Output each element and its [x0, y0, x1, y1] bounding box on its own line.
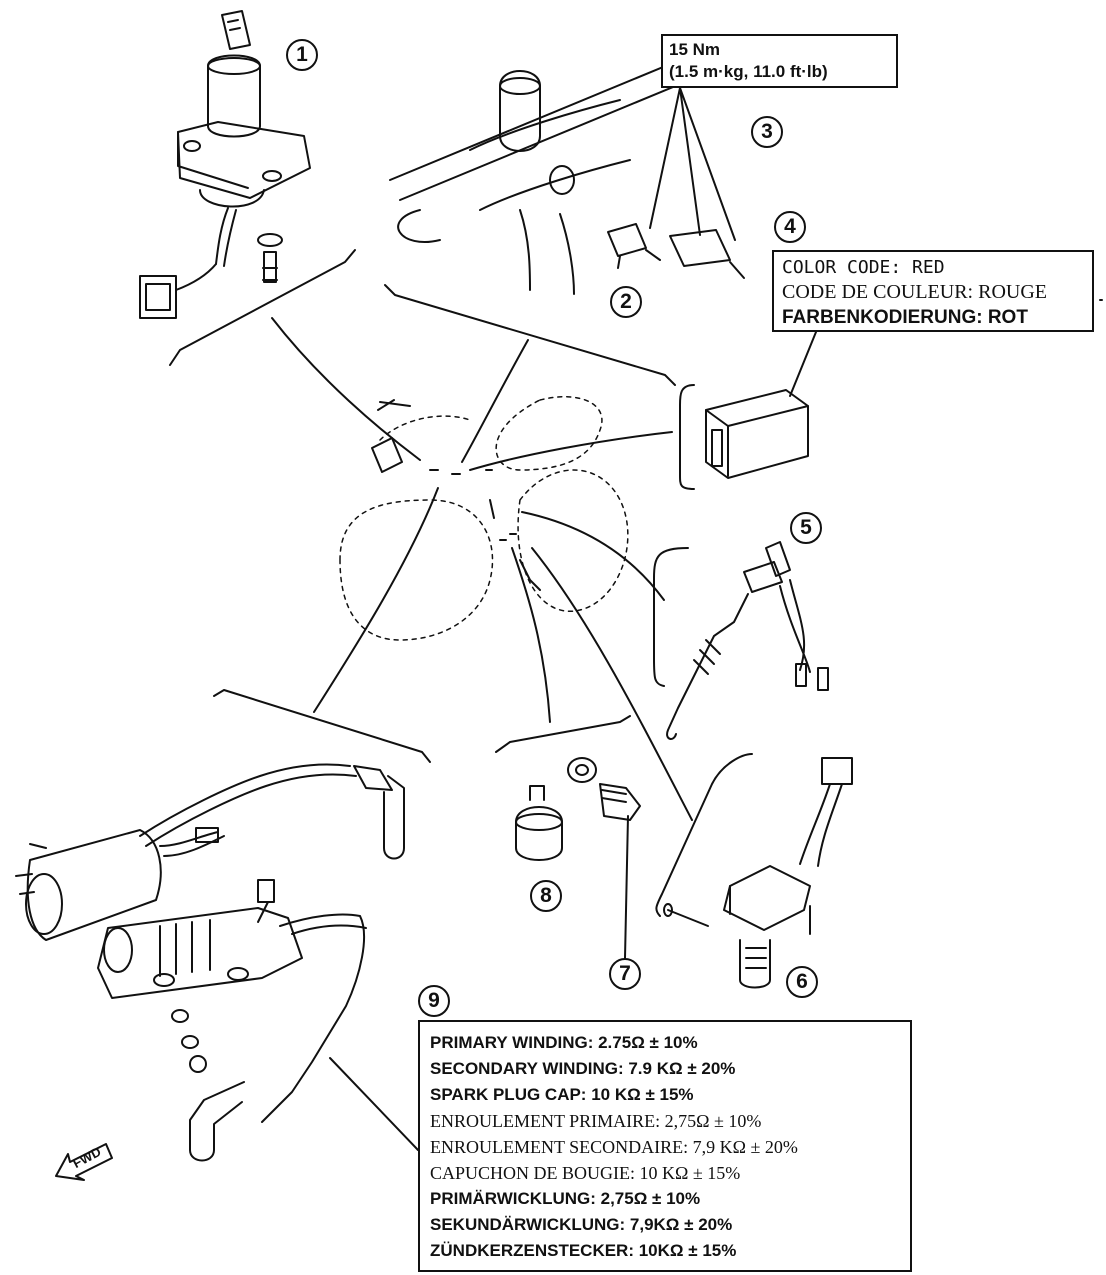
spec-line-de-3: ZÜNDKERZENSTECKER: 10KΩ ± 15% [430, 1241, 737, 1260]
leader-part-5 [521, 511, 665, 601]
callout-9: 9 [418, 985, 450, 1017]
leader-part-2-3 [461, 339, 529, 463]
sidestand-switch-illustration [663, 757, 853, 989]
leader-part-7 [624, 815, 629, 959]
color-code-box: COLOR CODE: RED CODE DE COULEUR: ROUGE F… [772, 250, 1094, 332]
neutral-switch-illustration [666, 541, 829, 740]
bracket-part-1 [169, 249, 356, 366]
leader-part-6 [531, 547, 693, 821]
callout-4: 4 [774, 211, 806, 243]
spec-line-de-1: PRIMÄRWICKLUNG: 2,75Ω ± 10% [430, 1189, 701, 1208]
spec-line-en-1: PRIMARY WINDING: 2.75Ω ± 10% [430, 1033, 698, 1052]
oil-level-switch-illustration [515, 757, 641, 861]
callout-2: 2 [610, 286, 642, 318]
bracket-part-6 [655, 753, 753, 917]
spec-line-fr-2: ENROULEMENT SECONDAIRE: 7,9 KΩ ± 20% [430, 1137, 798, 1157]
color-code-fr: CODE DE COULEUR: ROUGE [782, 281, 1047, 303]
bracket-part-7-8 [495, 715, 631, 753]
spec-line-en-3: SPARK PLUG CAP: 10 KΩ ± 15% [430, 1085, 694, 1104]
callout-1: 1 [286, 39, 318, 71]
motorcycle-parts [371, 399, 541, 591]
leader-part-1 [271, 317, 421, 461]
torque-value: 15 Nm [669, 40, 721, 59]
torque-spec-box: 15 Nm (1.5 m·kg, 11.0 ft·lb) [661, 34, 898, 88]
handlebar-switch-illustration [389, 59, 745, 295]
leader-part-9 [313, 487, 439, 713]
color-code-de: FARBENKODIERUNG: ROT [782, 307, 1028, 328]
fwd-label: FWD [70, 1143, 104, 1172]
bracket-part-4 [679, 384, 695, 490]
callout-7: 7 [609, 958, 641, 990]
torque-conversion: (1.5 m·kg, 11.0 ft·lb) [669, 62, 828, 81]
relay-illustration [705, 389, 809, 479]
spec-line-fr-1: ENROULEMENT PRIMAIRE: 2,75Ω ± 10% [430, 1111, 762, 1131]
callout-6: 6 [786, 966, 818, 998]
leader-part-9-spec [329, 1057, 419, 1151]
bracket-part-5 [653, 547, 689, 687]
spec-line-fr-3: CAPUCHON DE BOUGIE: 10 KΩ ± 15% [430, 1163, 741, 1183]
callout-5: 5 [790, 512, 822, 544]
color-code-en: COLOR CODE: RED [782, 257, 945, 278]
leader-part-4 [469, 431, 673, 471]
bracket-part-2-3 [384, 284, 676, 386]
ignition-coil-illustration [15, 763, 405, 1162]
bracket-part-9 [213, 689, 431, 763]
spec-line-en-2: SECONDARY WINDING: 7.9 KΩ ± 20% [430, 1059, 736, 1078]
leader-torque [649, 87, 736, 241]
callout-3: 3 [751, 116, 783, 148]
callout-8: 8 [530, 880, 562, 912]
leader-color-box [789, 331, 817, 397]
leader-part-7-8 [511, 547, 551, 723]
fwd-indicator: FWD [52, 1138, 116, 1178]
motorcycle-outline [339, 396, 629, 641]
fwd-arrow-icon [55, 1143, 113, 1181]
coil-resistance-spec-box: PRIMARY WINDING: 2.75Ω ± 10% SECONDARY W… [418, 1020, 912, 1272]
main-switch-illustration [139, 10, 311, 319]
spec-line-de-2: SEKUNDÄRWICKLUNG: 7,9KΩ ± 20% [430, 1215, 733, 1234]
